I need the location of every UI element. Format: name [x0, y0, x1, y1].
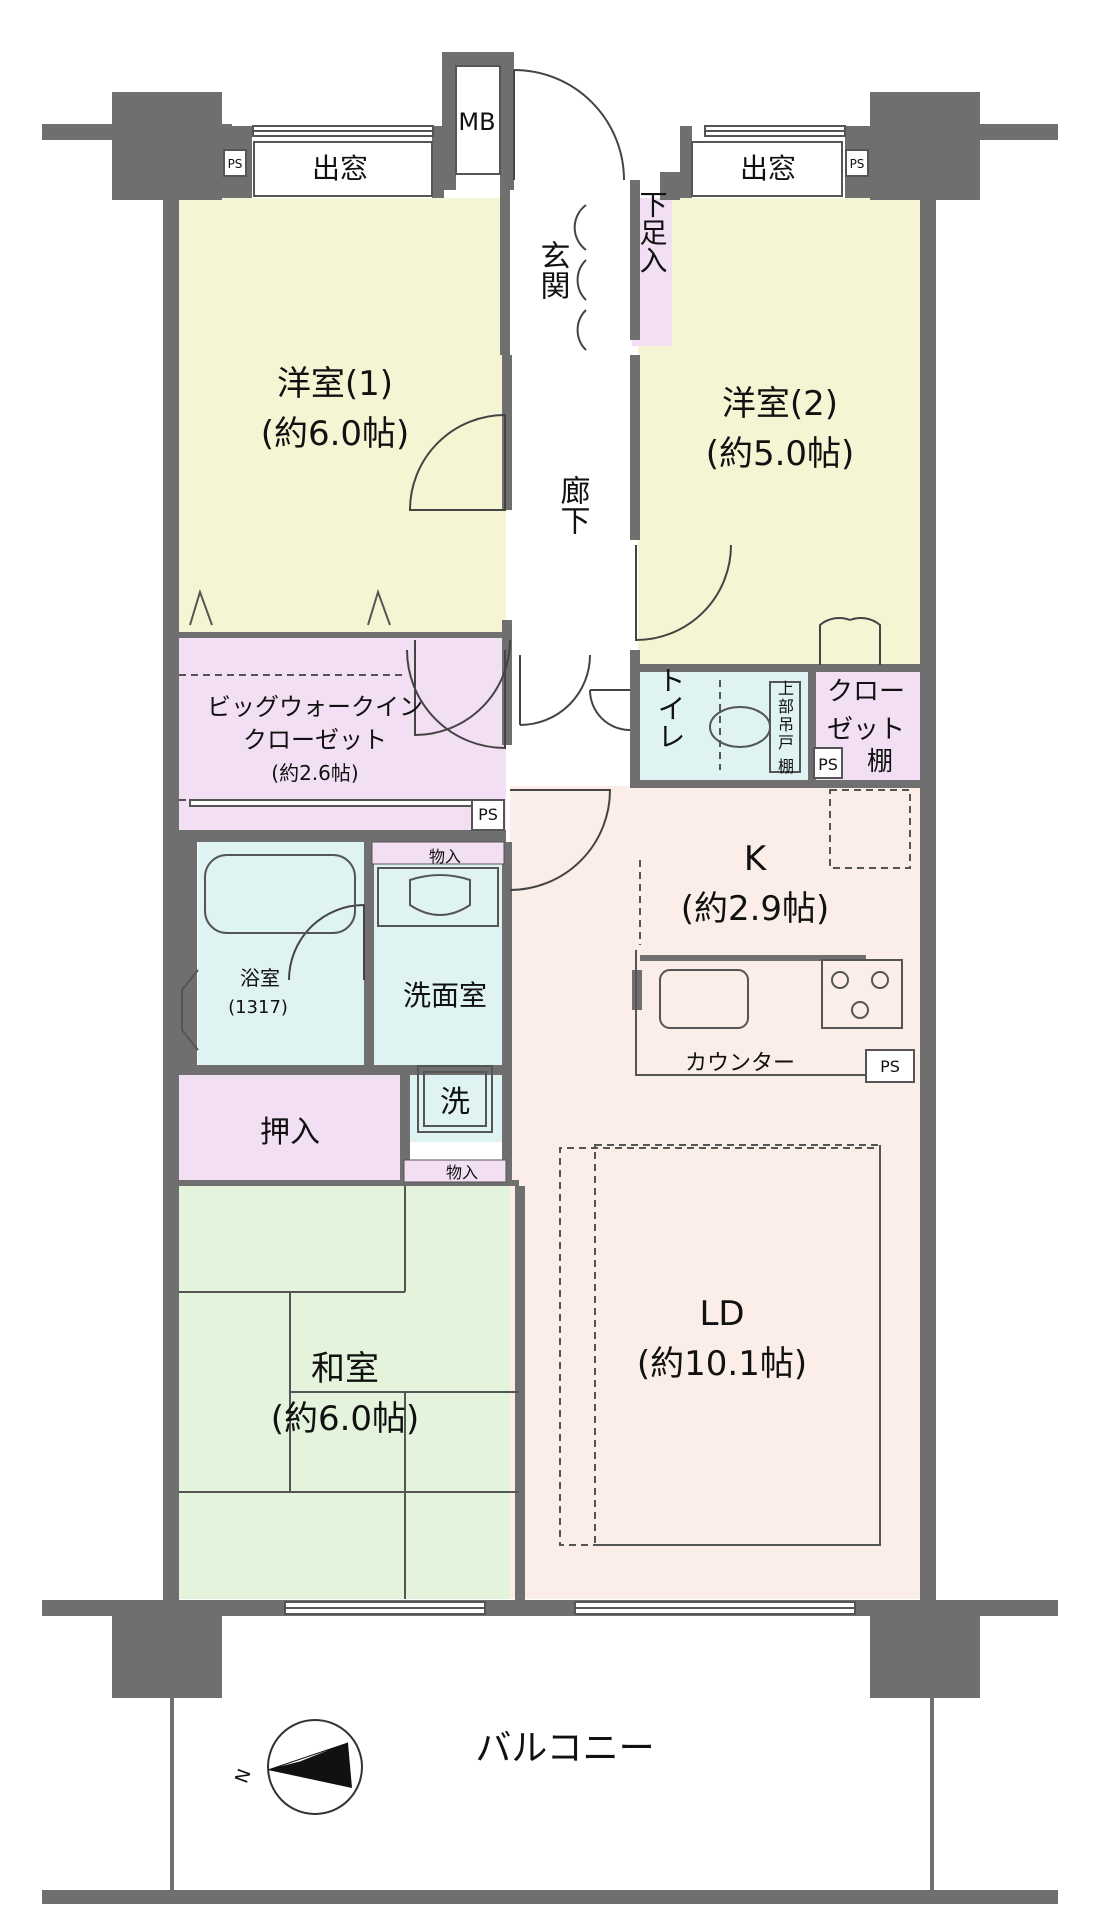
ldk-floor[interactable]	[510, 786, 920, 1599]
closet-shelf: 棚	[867, 747, 893, 777]
washbasin-bowl	[409, 874, 471, 916]
washing-machine	[417, 1065, 493, 1133]
japanese-name: 和室	[311, 1349, 379, 1389]
ld-size: (約10.1帖)	[637, 1344, 807, 1384]
door-western2	[635, 544, 732, 642]
storage2-label: 物入	[446, 1163, 478, 1182]
entrance-floor[interactable]	[510, 190, 630, 355]
ps-label-3: PS	[478, 805, 498, 824]
compass: N	[231, 1719, 363, 1815]
ps-label-2: PS	[850, 157, 865, 171]
compass-needle	[268, 1743, 352, 1788]
door-closet-w2	[819, 617, 881, 665]
toilet-floor[interactable]	[640, 672, 808, 780]
storage-strip-washroom	[371, 841, 505, 865]
bath-size: (1317)	[228, 997, 288, 1018]
room-floors	[172, 190, 932, 1891]
walk-in-closet-floor[interactable]	[179, 637, 506, 830]
bathroom-floor[interactable]	[198, 842, 364, 1067]
oshiire-floor[interactable]	[179, 1074, 400, 1180]
kitchen-name: K	[744, 839, 768, 879]
door-western1	[408, 413, 506, 511]
bay-window-right	[691, 141, 843, 197]
sink	[659, 969, 749, 1029]
shoebox-label: 下足入	[636, 190, 669, 274]
wic-size: (約2.6帖)	[271, 761, 358, 785]
ld-name: LD	[699, 1294, 744, 1334]
front-door	[513, 69, 625, 181]
storage-strip-lower	[403, 1159, 507, 1183]
bay-window-left	[253, 141, 433, 197]
ps-label-5: PS	[880, 1057, 900, 1076]
hallway-label: 廊下	[555, 475, 591, 535]
ps-boxes	[223, 149, 915, 1083]
mb-label: MB	[458, 108, 495, 136]
western-room-2-floor[interactable]	[638, 198, 920, 665]
stove	[821, 959, 903, 1029]
door-toilet	[589, 689, 631, 731]
compass-needle-tail	[267, 1742, 349, 1771]
washroom-name: 洗面室	[403, 979, 487, 1012]
doors	[288, 69, 881, 981]
ps-label-1: PS	[228, 157, 243, 171]
wardrobe-markers	[189, 588, 391, 626]
washing-machine-label: 洗	[440, 1085, 470, 1120]
toilet-shelf: 棚	[778, 757, 794, 776]
toilet-bowl	[709, 706, 771, 748]
oshiire-label: 押入	[260, 1115, 320, 1150]
wic-name1: ビッグウォークイン	[207, 693, 423, 721]
ps-label-4: PS	[818, 755, 838, 774]
door-hall-lower	[406, 649, 506, 750]
windows	[189, 125, 856, 1615]
storage1-label: 物入	[429, 847, 461, 866]
japanese-size: (約6.0帖)	[271, 1399, 420, 1439]
western2-name: 洋室(2)	[722, 384, 838, 424]
kitchen-counter-line	[635, 950, 866, 1076]
closet-line1: クロー	[827, 677, 905, 707]
western1-name: 洋室(1)	[277, 364, 393, 404]
bath-name: 浴室	[240, 966, 280, 990]
door-ld	[509, 789, 612, 891]
bath-bump	[181, 969, 199, 1051]
upper-shelf-3: 吊	[778, 715, 794, 734]
closet-line2: ゼット	[827, 715, 905, 745]
hallway-floor[interactable]	[510, 355, 632, 786]
wic-name2: クローゼット	[243, 726, 387, 754]
upper-shelf-2: 部	[778, 697, 794, 716]
mb-box	[455, 65, 501, 175]
western-room-1-floor[interactable]	[179, 198, 506, 632]
door-hall-right	[519, 654, 591, 726]
upper-shelf-4: 戸	[778, 733, 794, 752]
kitchen-size: (約2.9帖)	[681, 889, 830, 929]
dashed-outlines	[179, 674, 911, 1546]
toilet-label: トイレ	[654, 666, 687, 750]
western2-size: (約5.0帖)	[706, 434, 855, 474]
bay-window-left-label: 出窓	[312, 152, 368, 185]
door-wic	[414, 639, 511, 737]
balcony-label: バルコニー	[475, 1728, 654, 1769]
ld-dining-outline	[594, 1144, 881, 1546]
tatami-lines	[179, 1186, 519, 1599]
western1-size: (約6.0帖)	[261, 414, 410, 454]
door-shoebox	[573, 204, 587, 351]
entrance-label: 玄関	[535, 240, 570, 300]
washbasin-counter	[377, 867, 499, 927]
upper-shelf-1: 上	[778, 679, 794, 698]
bathtub	[204, 854, 356, 934]
washing-machine-inner	[423, 1071, 487, 1127]
kitchen-cabinet-outline	[829, 789, 911, 869]
bay-window-right-label: 出窓	[740, 152, 796, 185]
fixtures	[181, 681, 903, 1133]
labels: 洋室(1) (約6.0帖) 洋室(2) (約5.0帖) 出窓 出窓 MB PS …	[207, 108, 905, 1769]
counter-label: カウンター	[685, 1051, 795, 1076]
